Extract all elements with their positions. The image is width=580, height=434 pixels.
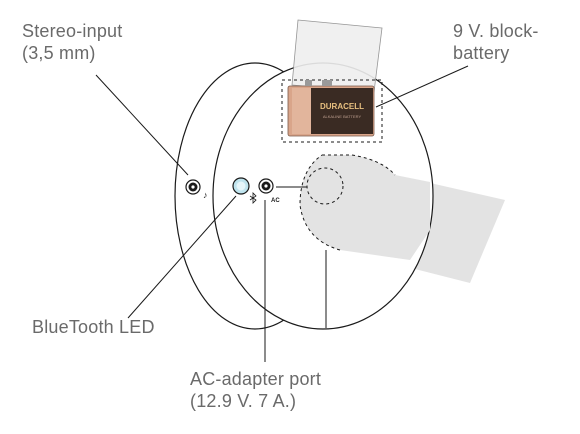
projection-on-face (300, 155, 430, 260)
bluetooth-led-label-line1: BlueTooth LED (32, 317, 155, 337)
bluetooth-icon (249, 192, 257, 204)
battery-label-line2: battery (453, 43, 510, 63)
battery-brand: DURACELL (320, 102, 364, 111)
bluetooth-led (232, 177, 250, 195)
battery-subtext: ALKALINE BATTERY (323, 114, 362, 119)
leader-bluetooth (127, 195, 237, 319)
ac-adapter-port[interactable] (258, 178, 274, 194)
battery: DURACELL ALKALINE BATTERY (287, 80, 375, 137)
stereo-input-label-line2: (3,5 mm) (22, 43, 96, 63)
ac-port-label-line1: AC-adapter port (190, 369, 322, 389)
battery-label-line1: 9 V. block- (453, 21, 539, 41)
leader-battery (375, 65, 469, 108)
projection-face-outline (299, 154, 396, 251)
lens (306, 167, 344, 205)
bluetooth-led-label: BlueTooth LED (32, 316, 155, 338)
ac-port-label-line2: (12.9 V. 7 A.) (190, 391, 297, 411)
ac-port-label: AC (271, 198, 280, 204)
ac-port-label-text: AC-adapter port (12.9 V. 7 A.) (190, 368, 321, 412)
music-note-icon: ♪ (203, 190, 208, 200)
stereo-input-label-line1: Stereo-input (22, 21, 123, 41)
stereo-input-jack[interactable] (185, 179, 201, 195)
battery-label: 9 V. block- battery (453, 20, 539, 64)
stereo-input-label: Stereo-input (3,5 mm) (22, 20, 122, 64)
leader-stereo (95, 74, 189, 176)
